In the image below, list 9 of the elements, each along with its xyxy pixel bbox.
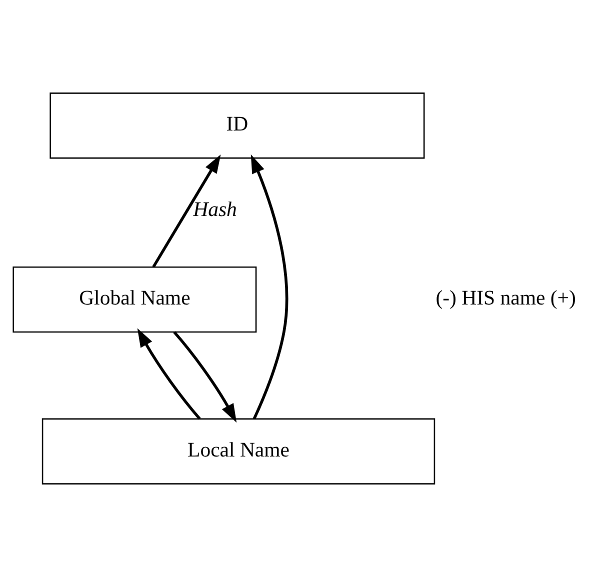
arrow [173,330,237,422]
node-box: Local Name [42,418,436,484]
node-box: ID [50,92,425,158]
edge-label: Hash [193,198,237,221]
node-box: Global Name [12,266,257,332]
arrow [152,154,221,268]
label: (-) HIS name (+) [436,286,576,309]
arrow [250,154,288,419]
arrow [137,328,201,420]
